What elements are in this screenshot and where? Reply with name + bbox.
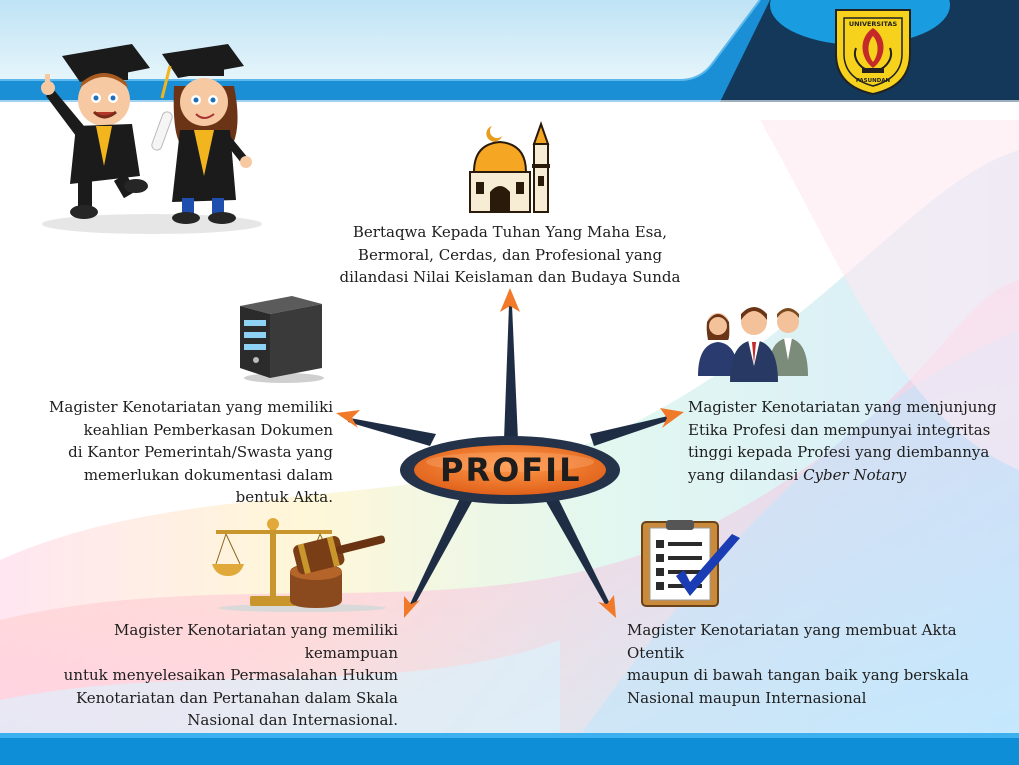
spoke-top — [504, 305, 518, 440]
text-authentic-deed: Magister Kenotariatan yang membuat Akta … — [627, 621, 969, 707]
arrow-head-bottom-left — [404, 596, 420, 618]
cyber-notary-italic: Cyber Notary — [803, 465, 907, 484]
spoke-right — [590, 416, 670, 446]
business-people-icon — [698, 307, 808, 382]
text-vision-top: Bertaqwa Kepada Tuhan Yang Maha Esa, Ber… — [339, 223, 681, 286]
mosque-icon — [469, 120, 550, 213]
scales-gavel-icon — [212, 518, 386, 612]
graduates-illustration — [41, 44, 262, 234]
arrow-head-bottom-right — [598, 595, 616, 618]
arrow-head-right — [660, 408, 684, 428]
logo-text-top: UNIVERSITAS — [849, 20, 898, 28]
checklist-icon — [641, 520, 740, 607]
spoke-bottom-left — [410, 494, 474, 606]
arrow-head-left — [336, 410, 360, 428]
hub-fill — [414, 445, 606, 495]
text-legal-problem-solving: Magister Kenotariatan yang memiliki kema… — [63, 621, 398, 729]
logo-text-bottom: PASUNDAN — [856, 78, 891, 84]
server-icon — [240, 296, 324, 383]
university-logo: UNIVERSITAS PASUNDAN — [835, 9, 911, 96]
arrow-head-top — [500, 288, 520, 312]
spoke-left — [348, 418, 436, 446]
text-document-skill: Magister Kenotariatan yang memiliki keah… — [49, 398, 333, 506]
text-ethics: Magister Kenotariatan yang menjunjung Et… — [688, 398, 997, 484]
spoke-bottom-right — [544, 494, 610, 606]
hub-label: PROFIL — [440, 451, 582, 489]
